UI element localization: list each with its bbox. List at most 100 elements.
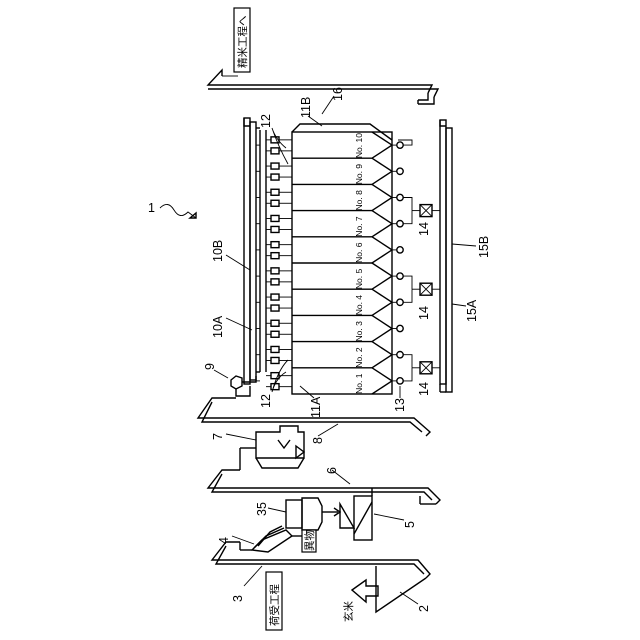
ref-13: 13 [393,398,407,412]
ref-10b: 10B [211,240,225,262]
blend-pipe [403,276,412,289]
ref-7: 7 [211,433,225,440]
leader-2 [400,592,418,604]
bin-hopper [372,237,392,263]
ref-5: 5 [403,521,417,528]
leader-35 [268,508,286,512]
feed-valves-12 [256,137,292,390]
bin-hopper [372,368,392,394]
bin-hopper [372,211,392,237]
brown-rice-arrow [352,580,378,602]
leader-9 [214,370,228,378]
ref-15b: 15B [477,236,491,258]
leader-3 [244,566,262,586]
feed-valve [271,148,279,154]
blend-valve-cross [420,205,432,217]
bin-hopper [372,263,392,289]
leader-15b [452,244,476,246]
blend-pipe [403,211,412,224]
blend-valve-cross [420,283,432,295]
outlet-sensor [397,378,403,384]
conveyor-3 [212,542,430,578]
blend-pipe [403,355,412,368]
ref-11a: 11A [309,396,323,418]
feed-valve [271,163,279,169]
bin-label: No. 6 [354,242,364,263]
conveyor-16 [208,70,438,104]
feed-valve [271,242,279,248]
feed-valve [271,174,279,180]
ref-4: 4 [217,537,231,544]
bin-hopper [372,289,392,315]
bin-outlets-13 [392,142,403,384]
leader-12-top [272,128,288,164]
outlet-sensor [397,221,403,227]
bin-label: No. 5 [354,269,364,290]
ref-14-b: 14 [417,306,431,320]
feed-valve [271,226,279,232]
polishing-process-text: 精米工程へ [236,16,249,69]
blend-pipe [403,289,412,302]
outlet-sensor [397,299,403,305]
ref-2: 2 [417,605,431,612]
leader-1 [160,204,196,218]
bin-label: No. 8 [354,190,364,211]
outlet-sensor [397,142,403,148]
outlet-sensor [397,325,403,331]
leader-4 [232,536,254,544]
bin-hopper [372,342,392,368]
foreign-matter-text: 異物 [303,530,316,551]
leader-5 [374,514,404,520]
polishing-process-label: 精米工程へ [234,8,250,72]
leader-10a [226,318,252,330]
feed-valve [271,253,279,259]
distribution-manifold [260,130,266,372]
blending-valves-14 [398,140,440,381]
bin-hopper [372,158,392,184]
ref-12-bottom: 12 [259,394,273,408]
dryer-7 [240,426,304,470]
bin-hopper [372,315,392,341]
bin-label: No. 2 [354,347,364,368]
receiving-process-label: 荷受工程 [266,572,282,630]
feed-valve [271,357,279,363]
unit-5 [340,488,372,540]
ref-35: 35 [255,502,269,516]
feed-valve [271,215,279,221]
feed-valve [271,200,279,206]
sorter-35 [286,498,340,530]
blend-pipe [403,198,412,211]
bin-label: No. 3 [354,321,364,342]
ref-1: 1 [148,201,155,215]
conveyor-6 [208,470,440,504]
brown-rice-text: 玄米 [342,601,355,622]
blend-valve-cross [420,362,432,374]
storage-bins: No. 1No. 2No. 3No. 4No. 5No. 6No. 7No. 8… [292,124,392,394]
leader-7 [226,434,256,440]
ref-8: 8 [311,437,325,444]
ref-12-top: 12 [259,114,273,128]
leader-11a [300,386,314,398]
outlet-sensor [397,247,403,253]
leader-8 [318,424,338,436]
feed-valve [271,331,279,337]
outlet-sensor [397,352,403,358]
separator-4 [240,526,302,552]
feed-valve [271,294,279,300]
leader-15a [452,304,466,306]
bin-label: No. 7 [354,216,364,237]
feed-valve [271,268,279,274]
bucket-elevator [244,118,260,384]
return-elevator [440,120,452,392]
ref-14-a: 14 [417,222,431,236]
receiving-process-text: 荷受工程 [269,584,281,626]
foreign-matter-box: 異物 [302,530,316,552]
feed-valve [271,279,279,285]
leader-16 [322,96,334,114]
ref-9: 9 [203,363,217,370]
leader-6 [332,470,350,484]
feed-valve [271,346,279,352]
bin-hopper [372,132,392,158]
bin-label: No. 9 [354,164,364,185]
